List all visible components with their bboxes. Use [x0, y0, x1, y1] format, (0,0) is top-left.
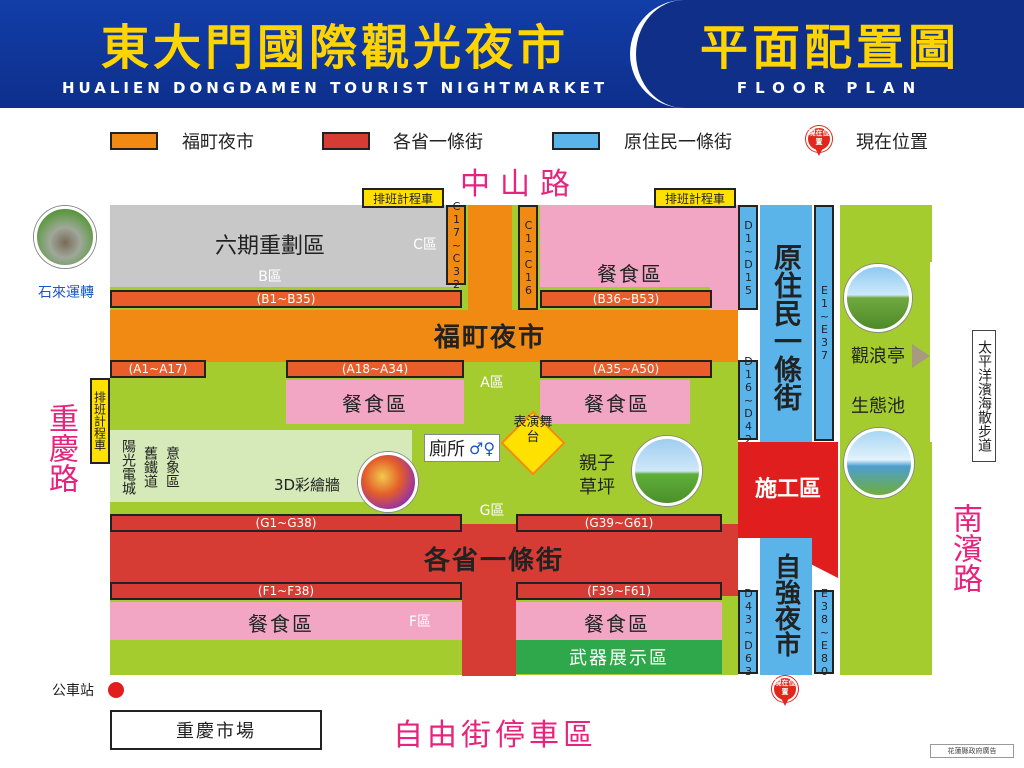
- label-g-zone: G區: [479, 503, 505, 519]
- label-stage: 表演舞台: [513, 415, 553, 445]
- weapons-exhibit: 武器展示區: [516, 640, 722, 674]
- label-ecopond: 生態池: [851, 396, 905, 417]
- road-chongqing: 重慶路: [43, 403, 78, 493]
- label-a-zone: A區: [480, 375, 504, 391]
- range-a35: (A35~A50): [540, 360, 712, 378]
- lawn-photo: [632, 436, 702, 506]
- range-d1: D1~D15: [738, 205, 758, 310]
- range-f39: (F39~F61): [516, 582, 722, 600]
- bus-stop-icon: [108, 682, 124, 698]
- range-b1: (B1~B35): [110, 290, 462, 308]
- range-b36: (B36~B53): [540, 290, 712, 308]
- label-food-top-right: 餐食區: [597, 261, 663, 286]
- promenade-path: [930, 262, 980, 442]
- floor-plan-english: FLOOR PLAN: [736, 79, 924, 97]
- label-bus-stop: 公車站: [52, 683, 94, 699]
- food-area-mid-left: [286, 380, 464, 424]
- taxi-stand-north-right: 排班計程車: [654, 188, 736, 208]
- range-a18: (A18~A34): [286, 360, 464, 378]
- taxi-stand-west: 排班計程車: [90, 378, 110, 464]
- label-sunshine-city: 陽光電城: [120, 439, 136, 495]
- street-yuanzhumin: [760, 205, 812, 445]
- label-ziqiang: 自強夜市: [770, 553, 801, 657]
- label-food-mid-right: 餐食區: [584, 391, 650, 416]
- mural-photo: [358, 452, 418, 512]
- range-g39: (G39~G61): [516, 514, 722, 532]
- food-area-mid-right: [540, 380, 690, 424]
- legend-swatch-fuding: [110, 132, 158, 150]
- legend-label-gesheng: 各省一條街: [393, 132, 483, 153]
- range-f1: (F1~F38): [110, 582, 462, 600]
- pink-corner-strip: [710, 205, 738, 315]
- header-right-panel: [630, 0, 1024, 108]
- range-c1: C1~C16: [518, 205, 538, 310]
- label-fuding: 福町夜市: [433, 322, 546, 353]
- construction-zone: [738, 442, 838, 538]
- label-b-zone: B區: [258, 269, 282, 285]
- legend-label-current: 現在位置: [856, 132, 928, 153]
- promenade-arrow: [912, 344, 930, 368]
- label-3d-mural: 3D彩繪牆: [273, 475, 341, 494]
- food-area-top-right: [540, 255, 710, 287]
- label-f-zone: F區: [408, 614, 432, 630]
- label-gesheng: 各省一條街: [423, 545, 564, 576]
- toilet-label: 廁所: [428, 439, 465, 460]
- ecopond-photo: [844, 428, 914, 498]
- toilet: 廁所 ♂♀: [424, 434, 500, 462]
- legend-swatch-gesheng: [322, 132, 370, 150]
- title-english: HUALIEN DONGDAMEN TOURIST NIGHTMARKET: [61, 79, 609, 97]
- toilet-icon: ♂♀: [468, 438, 496, 458]
- road-ziyou-parking: 自由街停車區: [393, 718, 597, 753]
- label-c-zone: C區: [413, 237, 437, 253]
- road-zhongshan: 中山路: [460, 167, 580, 202]
- label-lawn: 親子草坪: [579, 453, 615, 498]
- label-liuqi: 六期重劃區: [214, 234, 325, 259]
- street-gesheng-south: [462, 596, 516, 676]
- title-chinese: 東大門國際觀光夜市: [100, 20, 569, 76]
- food-area-top-right-bg: [540, 205, 710, 255]
- street-fuding-main: [110, 310, 738, 362]
- taxi-stand-north-left: 排班計程車: [362, 188, 444, 208]
- range-d16: D16~D42: [738, 355, 758, 446]
- label-chongqing-market: 重慶市場: [110, 710, 322, 750]
- location-pin-icon: 現在位置: [772, 676, 798, 706]
- road-nanbin: 南濱路: [947, 503, 982, 593]
- range-a1: (A1~A17): [110, 360, 206, 378]
- floor-plan-chinese: 平面配置圖: [699, 20, 960, 76]
- zone-liuqi: [110, 205, 460, 287]
- street-ziqiang: [760, 538, 812, 675]
- guanlang-photo: [844, 264, 912, 332]
- range-g1: (G1~G38): [110, 514, 462, 532]
- legend-label-yuanzhumin: 原住民一條街: [624, 132, 732, 153]
- label-construction: 施工區: [754, 477, 821, 502]
- shilai-photo: [34, 206, 96, 268]
- label-guanlang: 觀浪亭: [851, 346, 905, 367]
- range-e38: E38~E80: [814, 587, 834, 678]
- legend-swatch-yuanzhumin: [552, 132, 600, 150]
- legend-label-fuding: 福町夜市: [182, 132, 254, 153]
- credit-tag: 花蓮縣政府廣告: [930, 744, 1014, 758]
- label-food-low-right: 餐食區: [584, 611, 650, 636]
- label-shilai: 石來運轉: [38, 285, 94, 301]
- food-area-low-left: [110, 602, 462, 640]
- street-c-vertical: [468, 205, 510, 310]
- range-c17: C17~C32: [446, 200, 466, 291]
- label-food-low-left: 餐食區: [248, 611, 314, 636]
- label-pacific-promenade: 太平洋濱海散步道: [972, 330, 996, 462]
- food-area-low-right: [516, 602, 722, 640]
- range-d43: D43~D63: [738, 587, 758, 678]
- label-yuanzhumin: 原住民一條街: [770, 243, 803, 411]
- label-imagery-zone: 意象區: [164, 446, 180, 488]
- label-food-mid-left: 餐食區: [342, 391, 408, 416]
- location-pin-icon: 現在位置: [806, 126, 832, 156]
- range-e1: E1~E37: [814, 205, 834, 441]
- label-old-railway: 舊鐵道: [142, 446, 158, 488]
